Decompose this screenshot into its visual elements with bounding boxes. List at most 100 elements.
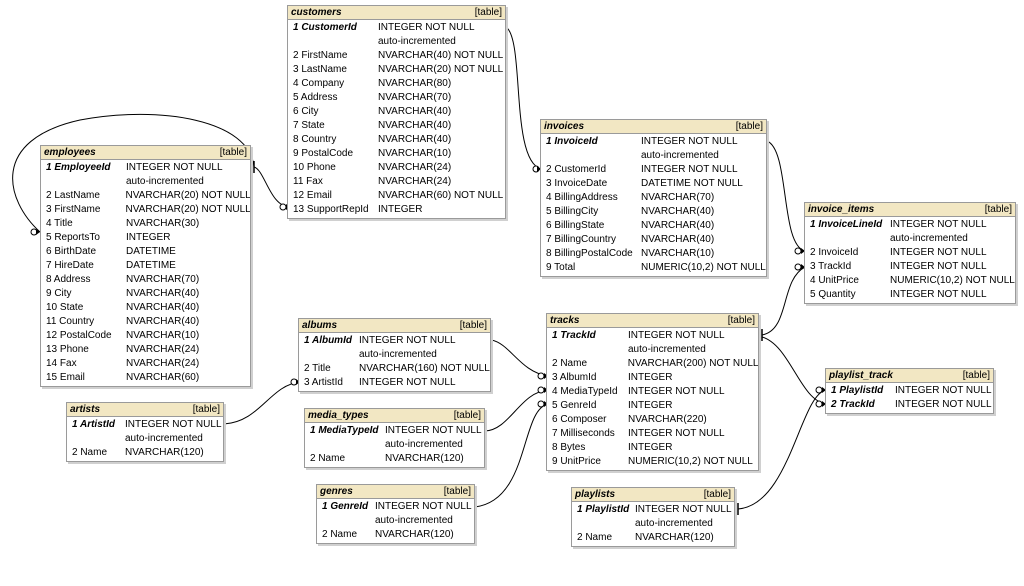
- rel-tracks-albums: [490, 339, 549, 377]
- column-type: NVARCHAR(20) NOT NULL: [125, 190, 250, 201]
- rel-plt-tracks: [761, 336, 827, 405]
- column-type: NUMERIC(10,2) NOT NULL: [628, 456, 753, 467]
- column-type: NUMERIC(10,2) NOT NULL: [641, 262, 766, 273]
- column-type: NVARCHAR(160) NOT NULL: [359, 363, 490, 374]
- column-type: NVARCHAR(10): [126, 330, 200, 341]
- column-row: 1 InvoiceId INTEGER NOT NULL: [541, 135, 766, 149]
- column-name: 6 BillingState: [546, 220, 605, 231]
- column-name: [299, 348, 359, 362]
- column-name: 1 PlaylistId: [577, 504, 630, 515]
- column-type: INTEGER: [378, 204, 423, 215]
- column-row: 2 FirstName NVARCHAR(40) NOT NULL: [288, 49, 505, 63]
- table-genres[interactable]: genres[table] 1 GenreId INTEGER NOT NULL au…: [316, 484, 475, 544]
- column-type: INTEGER NOT NULL: [641, 136, 738, 147]
- rel-plt-playlists: [737, 389, 827, 510]
- table-header: tracks[table]: [547, 314, 758, 328]
- column-name: 3 TrackId: [810, 261, 852, 272]
- column-name: 1 InvoiceId: [546, 136, 598, 147]
- column-type: NVARCHAR(220): [628, 414, 707, 425]
- column-name: 4 BillingAddress: [546, 192, 618, 203]
- column-name: 3 InvoiceDate: [546, 178, 608, 189]
- column-name: 3 ArtistId: [304, 377, 343, 388]
- column-name: 1 GenreId: [322, 501, 369, 512]
- column-type: NVARCHAR(40): [126, 316, 200, 327]
- column-name: 1 CustomerId: [293, 22, 357, 33]
- column-type: NVARCHAR(60) NOT NULL: [378, 190, 504, 201]
- table-name: customers: [291, 7, 342, 18]
- column-type: INTEGER NOT NULL: [635, 504, 732, 515]
- column-type: NUMERIC(10,2) NOT NULL: [890, 275, 1015, 286]
- column-type: NVARCHAR(80): [378, 78, 452, 89]
- column-row: auto-incremented: [305, 438, 484, 452]
- table-name: playlists: [575, 489, 616, 500]
- column-name: 3 LastName: [293, 64, 347, 75]
- column-row: auto-incremented: [288, 35, 505, 49]
- column-name: [305, 438, 385, 452]
- column-name: 1 EmployeeId: [46, 162, 111, 173]
- column-type: INTEGER NOT NULL: [890, 289, 987, 300]
- column-type: NVARCHAR(120): [385, 453, 464, 464]
- column-type: auto-incremented: [125, 433, 203, 444]
- column-type: NVARCHAR(24): [126, 344, 200, 355]
- column-type: NVARCHAR(40): [126, 288, 200, 299]
- column-name: 2 FirstName: [293, 50, 348, 61]
- column-name: 10 Phone: [293, 162, 336, 173]
- column-name: 7 State: [293, 120, 325, 131]
- table-invoices[interactable]: invoices [table] 1 InvoiceId INTEGER NOT NU…: [540, 119, 767, 277]
- table-name: tracks: [550, 315, 580, 326]
- column-type: NVARCHAR(40) NOT NULL: [378, 50, 504, 61]
- column-row: auto-incremented: [317, 514, 474, 528]
- column-row: auto-incremented: [299, 348, 490, 362]
- column-name: 9 PostalCode: [293, 148, 354, 159]
- table-name: playlist_track: [829, 370, 893, 381]
- table-name: invoices: [544, 121, 585, 132]
- column-type: INTEGER NOT NULL: [359, 335, 456, 346]
- column-type: auto-incremented: [359, 349, 437, 360]
- column-name: 2 Name: [72, 447, 108, 458]
- table-kind-tag: [table]: [459, 320, 487, 331]
- table-kind-tag: [table]: [962, 370, 990, 381]
- column-name: 9 City: [46, 288, 72, 299]
- column-name: 1 AlbumId: [304, 335, 352, 346]
- table-kind-tag: [table]: [735, 121, 763, 132]
- table-kind-tag: [table]: [984, 204, 1012, 215]
- column-name: 4 UnitPrice: [810, 275, 859, 286]
- column-type: INTEGER NOT NULL: [375, 501, 472, 512]
- column-type: DATETIME: [126, 246, 176, 257]
- column-name: 10 State: [46, 302, 84, 313]
- column-type: auto-incremented: [378, 36, 456, 47]
- table-header: genres[table]: [317, 485, 474, 499]
